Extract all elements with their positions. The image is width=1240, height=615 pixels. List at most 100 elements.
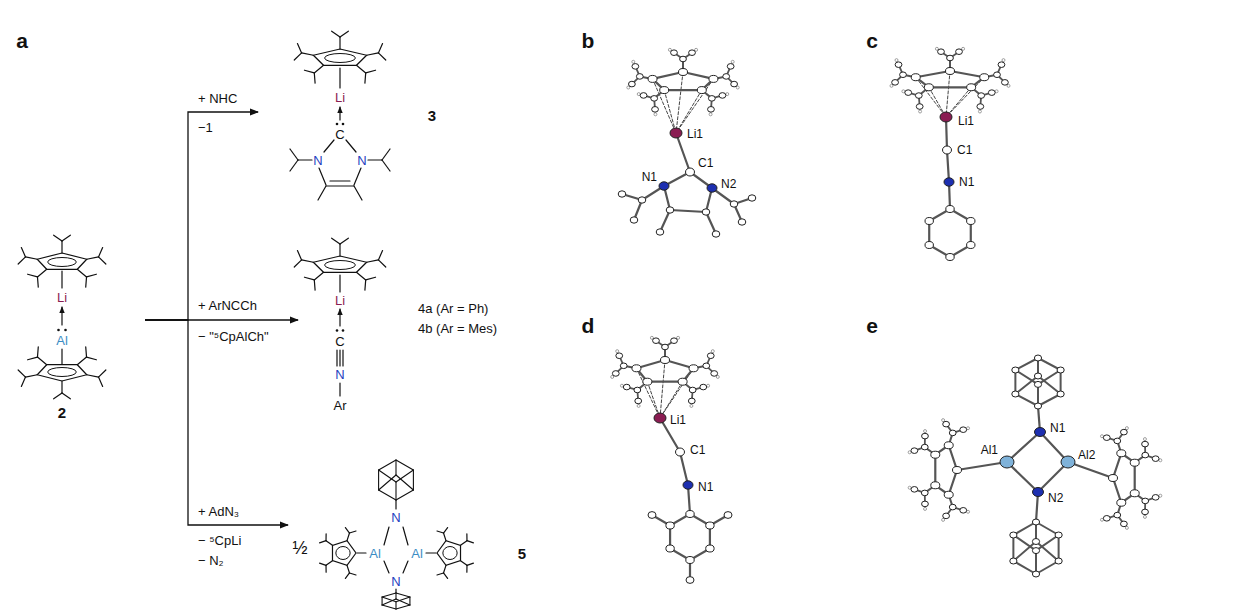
li-contact <box>660 382 683 418</box>
atom-ellipsoid <box>632 64 639 70</box>
atom-ellipsoid <box>1103 435 1110 441</box>
bond-line <box>379 490 396 500</box>
bond-line <box>364 280 366 290</box>
bond-line <box>368 159 382 160</box>
bond-line <box>382 160 390 171</box>
li-contact <box>653 79 676 133</box>
bond-line <box>437 531 444 533</box>
hydrogen-atom <box>1143 515 1146 518</box>
atom-ellipsoid <box>616 353 623 359</box>
cp-ring <box>437 541 461 566</box>
bond-line <box>409 597 410 605</box>
atom-ellipsoid <box>1142 452 1149 458</box>
atom-ellipsoid <box>628 81 635 87</box>
bond-line <box>61 381 62 393</box>
bond-line <box>302 53 314 55</box>
atom-symbol: N <box>391 575 400 588</box>
atom-ellipsoid <box>1120 521 1127 527</box>
bond-line <box>396 605 410 609</box>
text-label: C <box>335 335 344 348</box>
bond-line <box>25 375 37 377</box>
bond-line <box>62 393 70 399</box>
reagent-label: − "⁵CpAlCh" <box>198 330 269 343</box>
atom-ellipsoid <box>618 191 626 197</box>
reaction-arrow <box>145 112 258 320</box>
bond-line <box>395 460 396 475</box>
bond-line <box>290 149 298 160</box>
hydrogen-atom <box>637 404 640 407</box>
atom-ellipsoid <box>660 87 669 94</box>
compound-structure: LiCNAr4a (Ar = Ph)4b (Ar = Mes) <box>298 235 520 415</box>
bond-line <box>349 573 356 575</box>
bond-line <box>325 565 326 572</box>
li-contact <box>916 77 946 117</box>
atom-ellipsoid <box>946 206 954 213</box>
bond-line <box>340 31 348 37</box>
atom-ellipsoid <box>946 68 955 75</box>
compound-number: 5 <box>518 546 526 561</box>
bond-line <box>87 375 99 377</box>
atom-label: Al2 <box>1078 449 1095 461</box>
cp-ring <box>313 256 366 272</box>
hydrogen-atom <box>1143 438 1146 441</box>
atom-ellipsoid <box>1114 438 1121 444</box>
bond-line <box>340 238 348 244</box>
aromatic-circle <box>443 547 457 560</box>
bond-line <box>367 260 379 262</box>
atom-ellipsoid <box>944 491 953 498</box>
atom-ellipsoid <box>689 365 698 372</box>
hydrogen-atom <box>731 60 734 63</box>
atom-ellipsoid <box>921 490 928 496</box>
atom-ellipsoid <box>671 338 678 344</box>
atom-symbol: N <box>357 154 366 167</box>
bond-line <box>378 251 382 260</box>
bond-line <box>378 44 382 53</box>
bond-line <box>382 599 396 605</box>
hydrogen-atom <box>711 350 714 353</box>
reagent-label: − N₂ <box>198 554 224 567</box>
atom-ellipsoid <box>1032 548 1039 554</box>
bond-line <box>28 357 38 360</box>
atom-ellipsoid <box>1117 450 1126 457</box>
atom-symbol: N <box>391 511 400 524</box>
bond-line <box>444 533 446 541</box>
atom-ellipsoid <box>916 104 923 110</box>
panel-letter: d <box>582 315 595 336</box>
atom-ellipsoid <box>707 353 714 359</box>
atom-ellipsoid <box>998 62 1005 68</box>
bond-line <box>61 271 62 288</box>
bond-line <box>384 527 389 545</box>
atom-label: C1 <box>690 444 705 456</box>
atom-ellipsoid <box>708 107 715 113</box>
reagent-label: − ⁵CpLi <box>198 534 241 547</box>
atom-ellipsoid <box>1130 459 1139 466</box>
bond-line <box>339 37 340 49</box>
bond-line <box>345 573 349 578</box>
lone-pair-dot <box>64 329 67 332</box>
bond-line <box>304 277 314 280</box>
atom-ellipsoid <box>727 64 734 70</box>
bond-line <box>290 160 298 171</box>
atom-label: C1 <box>698 157 713 169</box>
atom-ellipsoid <box>925 242 933 249</box>
atom-label: Al1 <box>981 444 998 456</box>
ortep-bond <box>950 71 984 77</box>
panel-letter: e <box>866 315 878 336</box>
cp-ring <box>37 365 86 381</box>
lone-pair-dot <box>336 329 339 332</box>
bond-line <box>37 347 39 357</box>
atom-ellipsoid <box>635 398 642 404</box>
atom-ellipsoid <box>1012 391 1019 397</box>
atom-ellipsoid <box>712 231 720 237</box>
crystal-structures <box>611 47 1162 583</box>
atom-ellipsoid <box>938 49 945 55</box>
bond-line <box>395 602 396 609</box>
ortep-bond <box>1058 535 1060 561</box>
atom-ellipsoid <box>683 481 693 489</box>
atom-ellipsoid <box>719 93 726 99</box>
atom-ellipsoid <box>946 254 954 261</box>
atom-ellipsoid <box>706 545 714 552</box>
bond-line <box>99 377 103 386</box>
atom-ellipsoid <box>679 69 688 76</box>
atom-ellipsoid <box>1130 490 1139 497</box>
